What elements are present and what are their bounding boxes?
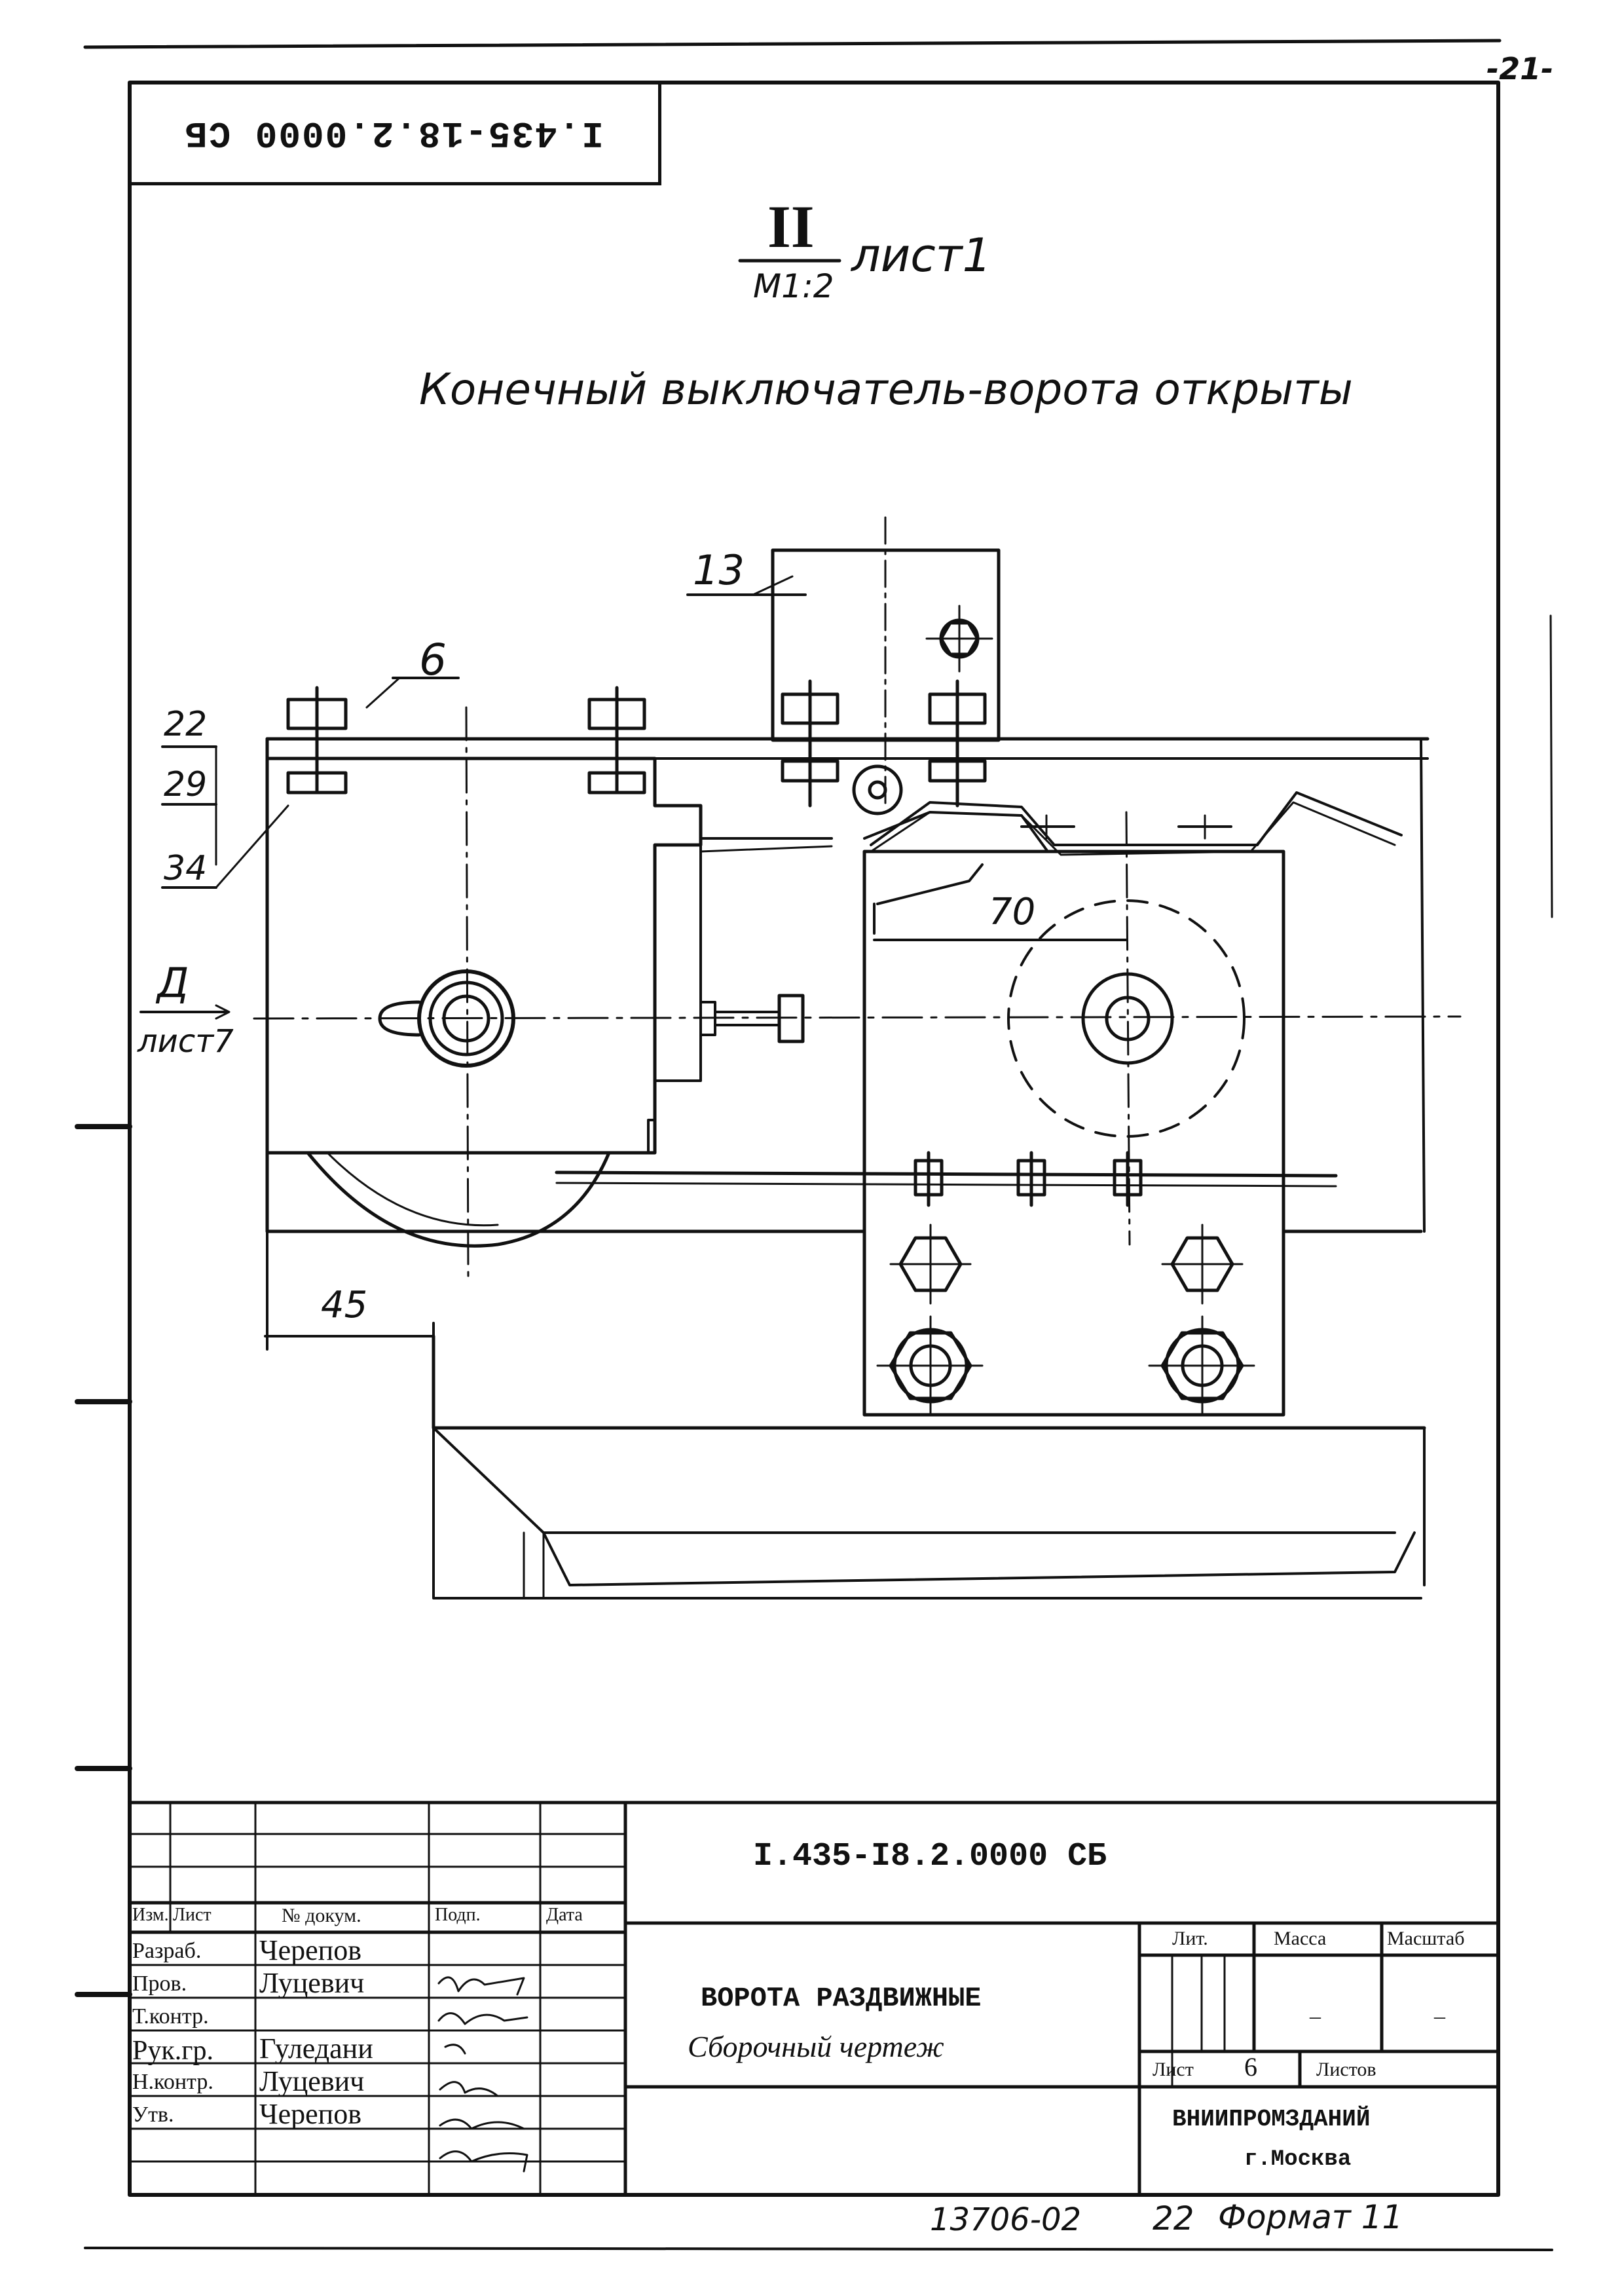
- scale-label: Масштаб: [1387, 1928, 1465, 1949]
- org-city: г.Москва: [1244, 2147, 1352, 2172]
- name-0: Черепов: [259, 1934, 361, 1966]
- scale-value: –: [1434, 2004, 1445, 2029]
- signatures: [437, 1976, 528, 2173]
- view-sheet-link: лист7: [138, 1023, 234, 1060]
- product-name: ВОРОТА РАЗДВИЖНЫЕ: [701, 1983, 982, 2014]
- page-number: -21-: [1486, 51, 1554, 86]
- role-0: Разраб.: [132, 1939, 202, 1963]
- top-stamp: I.435-18.2.0000 СБ: [184, 112, 604, 154]
- mass-value: –: [1310, 2004, 1321, 2029]
- col-sign: Подп.: [435, 1905, 481, 1925]
- callout-6: 6: [419, 635, 447, 685]
- name-1: Луцевич: [259, 1967, 365, 1999]
- doc-type: Сборочный чертеж: [688, 2030, 944, 2063]
- col-doc: № докум.: [282, 1905, 361, 1926]
- org-name: ВНИИПРОМЗДАНИЙ: [1172, 2106, 1371, 2133]
- sheets-label: Листов: [1316, 2059, 1376, 2080]
- col-list: Лист: [173, 1905, 212, 1925]
- col-izm: Изм.: [132, 1905, 169, 1925]
- role-5: Утв.: [132, 2103, 174, 2127]
- view-sheet-ref: лист1: [851, 229, 992, 282]
- top-stamp-box: I.435-18.2.0000 СБ: [130, 84, 661, 185]
- lit-label: Лит.: [1172, 1928, 1208, 1949]
- col-date: Дата: [546, 1905, 583, 1925]
- dimension-70: 70: [989, 891, 1036, 933]
- mass-label: Масса: [1274, 1928, 1327, 1949]
- footer-format: Формат 11: [1218, 2198, 1403, 2236]
- callout-22: 22: [164, 705, 208, 744]
- view-letter: Д: [157, 959, 189, 1007]
- view-numeral: II: [767, 193, 815, 260]
- dimension-45: 45: [321, 1284, 368, 1326]
- role-2: Т.контр.: [132, 2004, 209, 2029]
- role-3: Рук.гр.: [132, 2036, 213, 2066]
- callout-34: 34: [164, 849, 208, 888]
- view-scale: M1:2: [753, 267, 834, 305]
- name-5: Черепов: [259, 2098, 361, 2130]
- archive-number: 13706-02: [930, 2201, 1082, 2238]
- view-caption: Конечный выключатель-ворота открыты: [419, 364, 1353, 415]
- name-3: Гуледани: [259, 2032, 373, 2065]
- role-1: Пров.: [132, 1972, 187, 1996]
- name-4: Луцевич: [259, 2065, 365, 2097]
- callout-29: 29: [164, 765, 208, 804]
- title-designation: I.435-I8.2.0000 СБ: [753, 1838, 1107, 1875]
- sheet-label: Лист: [1153, 2059, 1194, 2080]
- footer-sheet-number: 22: [1153, 2199, 1194, 2237]
- bolt-13: [925, 605, 993, 673]
- callout-13: 13: [693, 546, 745, 594]
- sheet-value: 6: [1244, 2052, 1257, 2082]
- role-4: Н.контр.: [132, 2070, 213, 2094]
